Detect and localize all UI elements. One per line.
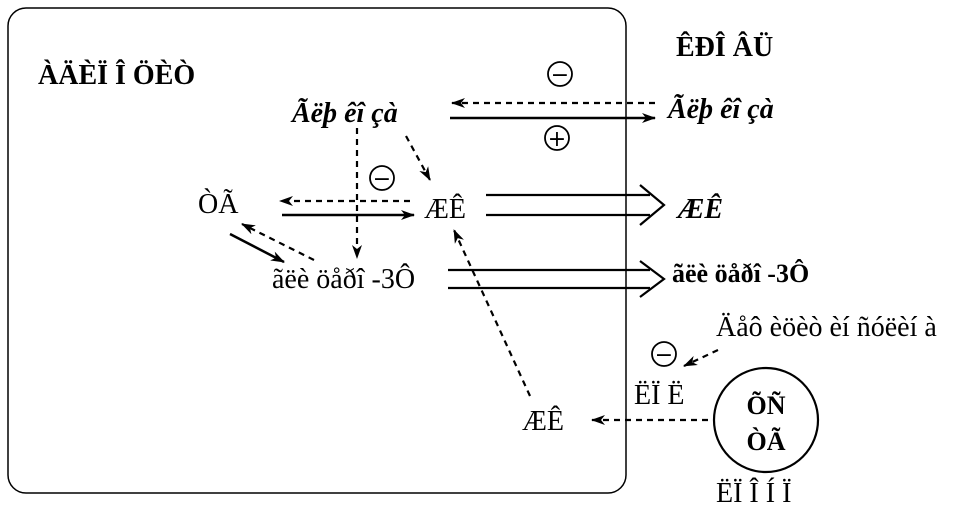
lpl-inhibition-sign-icon: −	[651, 341, 677, 368]
glycerol-to-tg-arrow	[241, 223, 315, 261]
fa-center-label: ÆÊ	[424, 194, 466, 225]
lipoprotein-label: ËÏ Î Í Ï	[716, 478, 791, 509]
svg-text:−: −	[551, 63, 569, 88]
adipocyte-title: ÀÄÈÏ Î ÖÈÒ	[38, 60, 195, 91]
fa-uptake-arrow	[452, 229, 532, 397]
glycerol-outer-label: ãëè öåðî -3Ô	[672, 259, 809, 288]
adipocyte-box	[7, 7, 627, 494]
lpl-label: ËÏ Ë	[634, 380, 685, 411]
glucose-inner-label: Ãëþ êî çà	[290, 98, 398, 129]
svg-text:−: −	[373, 167, 391, 192]
lipolysis-inhibition-sign-icon: −	[369, 165, 395, 192]
insulin-deficiency-arrow	[683, 349, 719, 367]
glycerol-export-double-arrow	[448, 260, 666, 298]
tg-inside-label: ÒÃ	[747, 427, 786, 456]
fa-bottom-label: ÆÊ	[522, 406, 564, 437]
inhibition-sign-icon: −	[547, 61, 573, 88]
lipoprotein-circle	[712, 366, 820, 474]
fa-export-double-arrow	[486, 184, 666, 226]
glucose-outer-label: Ãëþ êî çà	[666, 94, 774, 125]
fa-right-label: ÆÊ	[675, 194, 723, 225]
tg-label: ÒÃ	[198, 189, 239, 220]
insulin-deficiency-label: Äåô èöèò èí ñóëèí à	[716, 312, 937, 343]
glucose-to-fa-arrow	[405, 135, 431, 181]
svg-text:−: −	[655, 343, 673, 368]
blood-title: ÊÐÎ ÂÜ	[676, 32, 773, 63]
activation-sign-icon: +	[544, 125, 570, 152]
svg-text:+: +	[548, 127, 566, 152]
tg-to-glycerol-arrow	[229, 232, 285, 264]
hx-label: ÕÑ	[747, 391, 786, 420]
glycerol-inner-label: ãëè öåðî -3Ô	[272, 264, 415, 295]
